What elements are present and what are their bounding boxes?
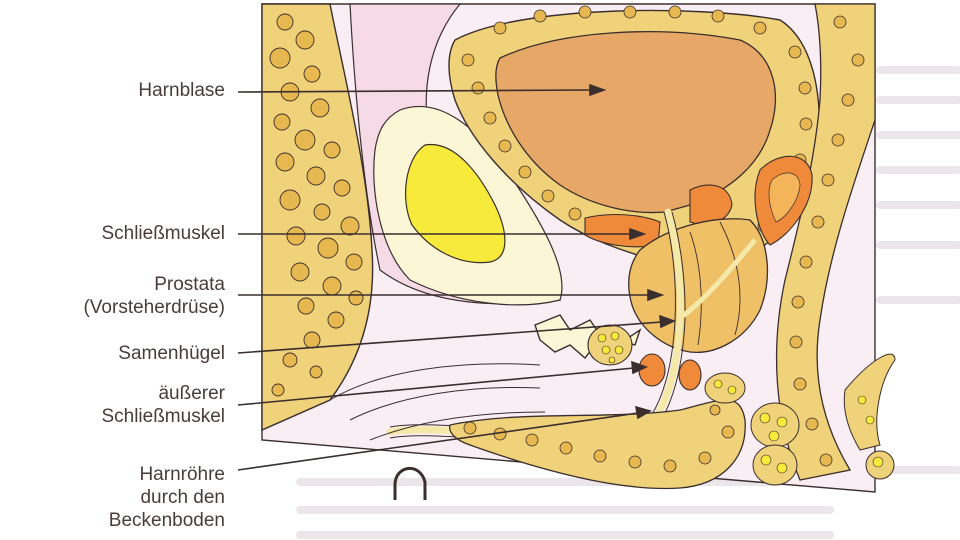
anterior-wall-cells [789, 15, 865, 467]
label-harnroehre-line3: Beckenboden [108, 510, 225, 531]
arrowhead-prostata [647, 288, 665, 302]
label-aeusserer-line1: äußerer [158, 383, 225, 404]
arrowhead-harnblase [589, 83, 607, 97]
label-prostata: Prostata (Vorsteherdrüse) [83, 273, 225, 319]
arrowhead-samenhuegel [659, 314, 677, 329]
label-schliessmuskel: Schließmuskel [101, 222, 225, 245]
posterior-cells [269, 13, 364, 397]
label-aeusserer-line2: Schließmuskel [101, 406, 225, 427]
pelvic-floor-cells [463, 404, 735, 473]
background-text-ghost [296, 66, 960, 539]
hook-structure [393, 466, 427, 500]
lower-pink-loops [329, 363, 546, 441]
prostate-lobe-line [689, 221, 741, 346]
label-samenhuegel: Samenhügel [118, 342, 225, 365]
arrow-harnroehre [237, 412, 639, 471]
lower-right-cells [713, 379, 884, 474]
label-aeusserer-schliessmuskel: äußerer Schließmuskel [101, 382, 225, 428]
label-prostata-line2: (Vorsteherdrüse) [83, 297, 225, 318]
label-prostata-line1: Prostata [154, 274, 225, 295]
orange-glands-inner [768, 172, 801, 223]
label-harnroehre-line1: Harnröhre [139, 464, 225, 485]
arrow-samenhuegel [237, 321, 663, 354]
label-harnroehre: Harnröhre durch den Beckenboden [109, 463, 225, 532]
yellow-core [405, 143, 506, 264]
arrowhead-schliessmuskel [629, 227, 647, 241]
label-harnblase: Harnblase [138, 79, 225, 102]
label-samenhuegel-text: Samenhügel [118, 343, 225, 364]
seminal-vesicle-cells [597, 331, 624, 364]
arrow-harnblase [237, 89, 593, 93]
leader-lines [237, 83, 677, 471]
ejaculatory-duct [678, 238, 757, 321]
external-sphincter [638, 353, 666, 387]
label-harnroehre-line2: durch den [140, 487, 225, 508]
label-harnblase-text: Harnblase [138, 80, 225, 101]
external-sphincter-right [678, 359, 702, 391]
arrowhead-harnroehre [634, 405, 653, 420]
arrow-aeusserer [237, 367, 635, 406]
arrowhead-aeusserer [631, 360, 649, 375]
label-schliessmuskel-text: Schließmuskel [101, 223, 225, 244]
